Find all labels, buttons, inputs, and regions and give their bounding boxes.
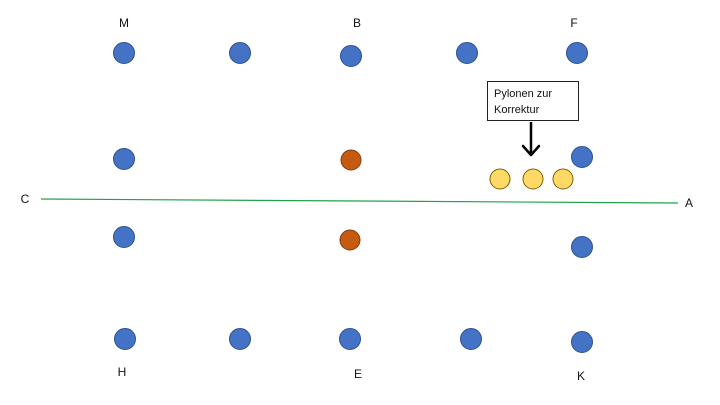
blue-cone [229,328,251,350]
blue-cone [114,328,136,350]
letter-f: F [570,16,578,30]
arrow-down-icon [521,122,541,157]
blue-cone [113,226,135,248]
arrow-head [521,144,541,157]
orange-cone [339,229,361,251]
callout-box: Pylonen zur Korrektur [487,81,579,121]
yellow-cone [552,168,574,190]
blue-cone [571,331,593,353]
orange-cone [340,149,362,171]
blue-cone [460,328,482,350]
callout-line-1: Pylonen zur [494,88,553,100]
callout-line-2: Korrektur [494,104,540,116]
blue-cone [229,42,251,64]
letter-m: M [119,16,129,30]
letter-a: A [684,196,694,210]
letter-c: C [20,192,30,206]
blue-cone [340,45,362,67]
letter-h: H [117,365,127,379]
yellow-cone [489,168,511,190]
blue-cone [456,42,478,64]
yellow-cone [522,168,544,190]
blue-cone [571,236,593,258]
blue-cone [566,42,588,64]
blue-cone [571,146,593,168]
centerline-c-a [40,198,679,204]
letter-e: E [353,367,363,381]
blue-cone [339,328,361,350]
letter-b: B [352,16,362,30]
cones-layer [113,42,593,353]
blue-cone [113,42,135,64]
letter-k: K [576,369,586,383]
blue-cone [113,148,135,170]
